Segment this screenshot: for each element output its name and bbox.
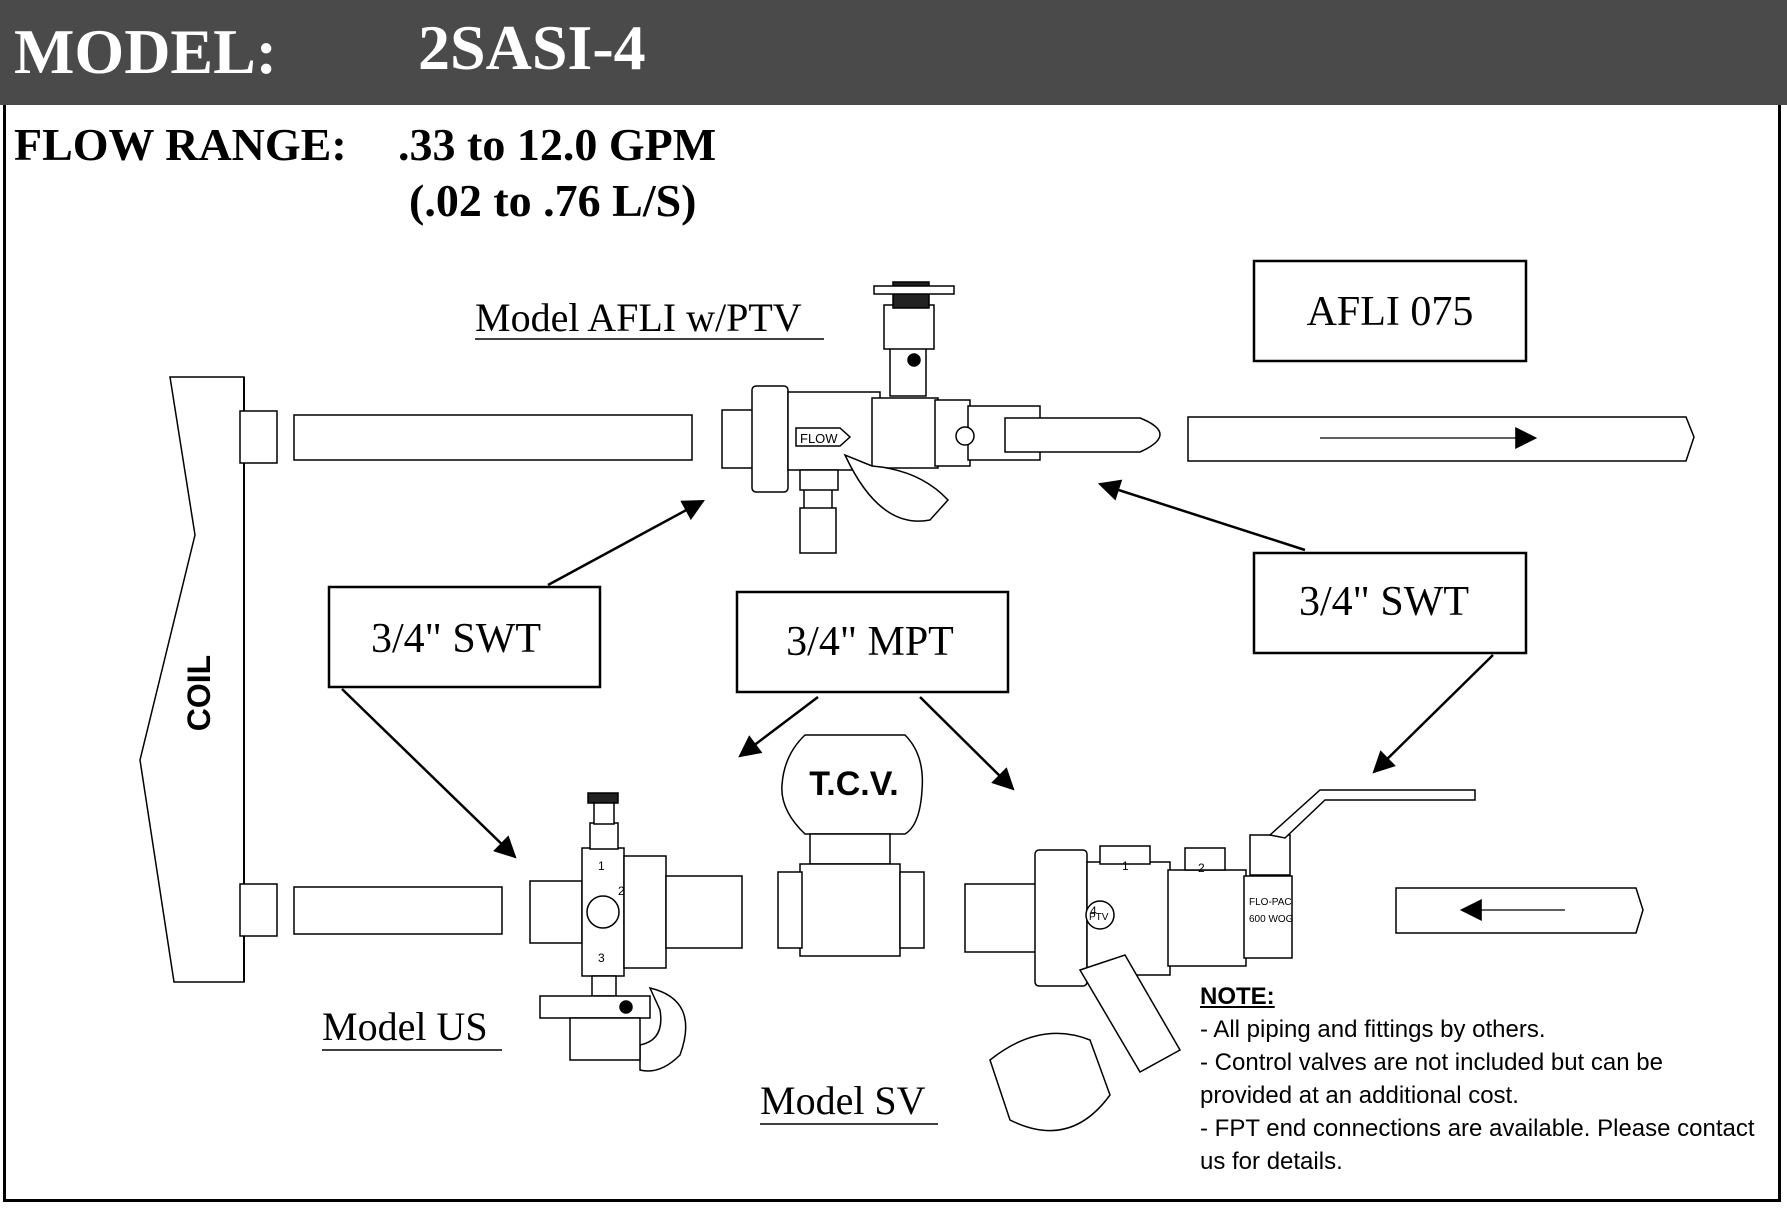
afli-box-label: AFLI 075 [1307,289,1474,335]
header-bar: MODEL: 2SASI-4 [0,0,1787,105]
note-line: us for details. [1200,1148,1343,1175]
coil-label: COIL [181,655,217,731]
sv-port-2: 2 [1198,861,1205,875]
model-sv-title: Model SV [760,1078,926,1123]
tcv-label: T.C.V. [809,765,898,803]
model-us-title: Model US [322,1004,488,1049]
supply-pipe-right [1187,416,1695,462]
tcv [777,734,925,957]
sv-valve [964,789,1476,1132]
swt-left-box [327,585,602,689]
us-port-1: 1 [598,859,605,873]
ballvalve-rating: 600 WOG [1249,914,1294,925]
supply-pipe-left [293,414,693,461]
leader-arrows [341,479,1494,859]
drawing-frame [3,105,1781,1202]
swt-right-label: 3/4" SWT [1299,579,1469,625]
note-line: - Control valves are not included but ca… [1200,1049,1663,1076]
flow-range-gpm: .33 to 12.0 GPM [398,119,717,170]
note-line: - All piping and fittings by others. [1200,1016,1546,1043]
sv-port-1: 1 [1122,859,1129,873]
sv-ptv: PTV [1089,912,1109,923]
us-port-3: 3 [598,951,605,965]
us-port-2: 2 [618,884,625,898]
flow-range-lps: (.02 to .76 L/S) [409,175,697,226]
coil: COIL [139,376,245,983]
ballvalve-brand: FLO-PAC [1249,897,1292,908]
swt-right-box [1252,551,1528,655]
afli-valve [721,281,1161,554]
note-block: NOTE: - All piping and fittings by other… [1200,980,1780,1178]
afli-flow-tag: FLOW [800,431,838,446]
note-line: provided at an additional cost. [1200,1082,1519,1109]
afli-box [1252,259,1528,363]
coil-stub-bottom [239,883,278,937]
coil-stub-top [239,410,278,464]
swt-left-label: 3/4" SWT [371,616,541,662]
us-valve [529,792,743,1072]
mpt-label: 3/4" MPT [786,619,954,665]
return-pipe-left [293,886,503,935]
afli-title: Model AFLI w/PTV [475,295,802,340]
note-line: - FPT end connections are available. Ple… [1200,1115,1755,1142]
sv-port-4: 4 [1090,904,1097,918]
note-title: NOTE: [1200,983,1275,1010]
model-value: 2SASI-4 [418,12,646,83]
mpt-box [735,590,1010,694]
model-label: MODEL: [14,16,278,87]
flow-range-label: FLOW RANGE: [14,119,347,170]
